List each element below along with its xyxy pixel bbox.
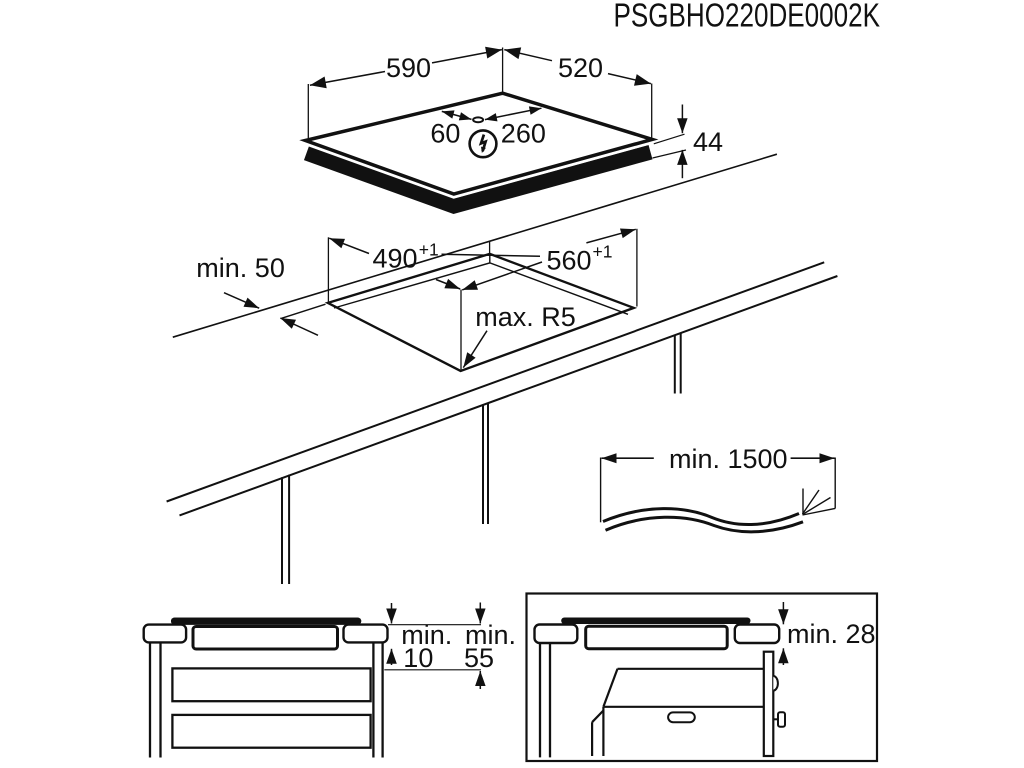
svg-text:55: 55: [464, 643, 494, 673]
svg-text:260: 260: [501, 119, 546, 149]
svg-text:max. R5: max. R5: [475, 302, 576, 332]
svg-text:490: 490: [373, 244, 418, 274]
svg-text:44: 44: [693, 127, 723, 157]
svg-text:560: 560: [547, 246, 592, 276]
svg-text:PSGBHO220DE0002K: PSGBHO220DE0002K: [614, 0, 881, 34]
svg-text:min. 1500: min. 1500: [669, 444, 788, 474]
svg-text:+1: +1: [593, 242, 613, 262]
svg-text:min.: min.: [465, 620, 516, 650]
svg-text:60: 60: [430, 119, 460, 149]
svg-text:+1: +1: [419, 240, 439, 260]
svg-text:min. 50: min. 50: [196, 253, 285, 283]
svg-text:520: 520: [558, 53, 603, 83]
svg-text:min. 28: min. 28: [787, 619, 876, 649]
svg-text:min.: min.: [401, 620, 452, 650]
svg-text:10: 10: [403, 643, 433, 673]
svg-text:590: 590: [386, 53, 431, 83]
